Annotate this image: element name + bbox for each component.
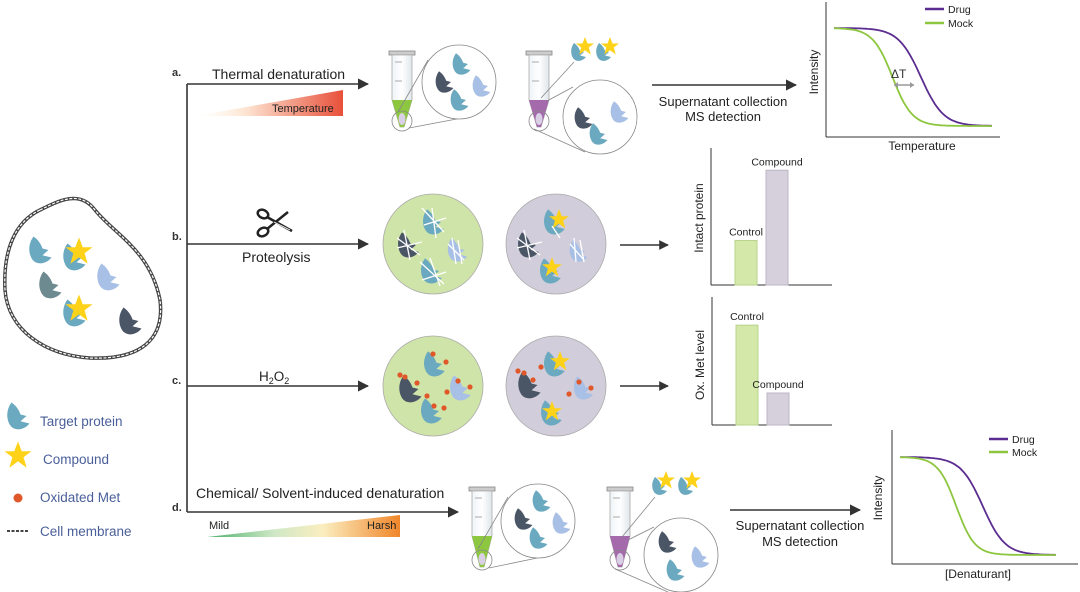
dot-icon bbox=[13, 493, 23, 503]
target-protein-icon bbox=[7, 402, 30, 430]
sample-control bbox=[382, 193, 484, 295]
panel-tag-a: a. bbox=[172, 67, 181, 79]
zoom-circle bbox=[421, 44, 497, 120]
zoom-circle bbox=[643, 517, 719, 592]
target-protein-icon bbox=[39, 271, 62, 299]
series-line-mock bbox=[899, 456, 1056, 556]
x-axis-label: Temperature bbox=[888, 139, 956, 153]
bar-control bbox=[734, 239, 758, 286]
sample-compound bbox=[505, 193, 607, 295]
tube-drug bbox=[525, 37, 638, 155]
panel-a: Thermal denaturation Temperature bbox=[195, 37, 798, 155]
method-label: Chemical/ Solvent-induced denaturation bbox=[196, 485, 444, 501]
method-label: Thermal denaturation bbox=[212, 66, 345, 82]
readout-label-line1: Supernatant collection bbox=[659, 94, 788, 109]
chart-chemical-denaturation: Intensity [Denaturant] Drug Mock bbox=[871, 430, 1078, 581]
chart-thermal-melt: Intensity Temperature Drug Mock ΔT bbox=[807, 2, 1000, 153]
tube-mock bbox=[388, 44, 497, 132]
readout-label-line1: Supernatant collection bbox=[736, 518, 865, 533]
bar-compound bbox=[766, 392, 790, 426]
legend-label-drug: Drug bbox=[948, 4, 971, 16]
series-line-drug bbox=[900, 456, 1057, 556]
branch-lines bbox=[186, 78, 460, 518]
zoom-circle bbox=[500, 483, 576, 559]
legend-label: Compound bbox=[43, 452, 109, 467]
x-axis-label: [Denaturant] bbox=[945, 567, 1011, 581]
harshness-gradient bbox=[207, 515, 400, 537]
temperature-gradient bbox=[195, 90, 343, 116]
series-line-drug bbox=[833, 27, 992, 127]
tube-drug bbox=[606, 471, 719, 592]
target-protein-icon bbox=[29, 236, 52, 264]
scissors-icon bbox=[256, 208, 293, 238]
delta-t-label: ΔT bbox=[891, 67, 907, 81]
star-icon bbox=[4, 441, 32, 468]
legend-label-mock: Mock bbox=[1012, 447, 1038, 459]
legend-label: Cell membrane bbox=[40, 524, 132, 539]
bar-label-compound: Compound bbox=[752, 379, 804, 391]
method-label: H2O2 bbox=[259, 369, 289, 386]
bar-control bbox=[735, 324, 759, 426]
target-protein-icon bbox=[119, 307, 142, 335]
sample-compound bbox=[505, 335, 607, 437]
panel-tag-b: b. bbox=[172, 231, 182, 243]
panel-tag-d: d. bbox=[172, 502, 182, 514]
legend-label: Oxidated Met bbox=[40, 490, 121, 505]
bar-label-compound: Compound bbox=[751, 156, 803, 168]
bar-label-control: Control bbox=[729, 226, 763, 238]
legend-label: Target protein bbox=[40, 414, 123, 429]
y-axis-label: Intensity bbox=[871, 476, 885, 521]
legend-label-mock: Mock bbox=[948, 18, 974, 30]
y-axis-label: Ox. Met level bbox=[693, 330, 707, 400]
legend: Target protein Compound Oxidated Met Cel… bbox=[4, 402, 132, 539]
gradient-label: Temperature bbox=[272, 103, 334, 115]
panel-c: H2O2 bbox=[259, 335, 669, 437]
target-protein-icon bbox=[97, 263, 120, 291]
readout-label-line2: MS detection bbox=[685, 109, 761, 124]
bar-compound bbox=[765, 169, 789, 286]
legend-label-drug: Drug bbox=[1012, 434, 1035, 446]
chart-intact-protein: Intact protein Control Compound bbox=[692, 148, 832, 286]
y-axis-label: Intact protein bbox=[692, 183, 706, 252]
gradient-right-label: Harsh bbox=[367, 520, 396, 532]
bar-label-control: Control bbox=[730, 311, 764, 323]
panel-tag-c: c. bbox=[172, 375, 181, 387]
readout-label-line2: MS detection bbox=[762, 534, 838, 549]
tube-mock bbox=[468, 483, 576, 571]
sample-control bbox=[382, 335, 484, 437]
y-axis-label: Intensity bbox=[807, 50, 821, 95]
panel-b: Proteolysis bbox=[242, 193, 669, 295]
cell bbox=[3, 196, 163, 360]
series-line-mock bbox=[834, 27, 992, 127]
gradient-left-label: Mild bbox=[209, 520, 229, 532]
zoom-circle bbox=[562, 79, 638, 155]
panel-d: Chemical/ Solvent-induced denaturation M… bbox=[196, 471, 864, 592]
method-label: Proteolysis bbox=[242, 249, 310, 265]
